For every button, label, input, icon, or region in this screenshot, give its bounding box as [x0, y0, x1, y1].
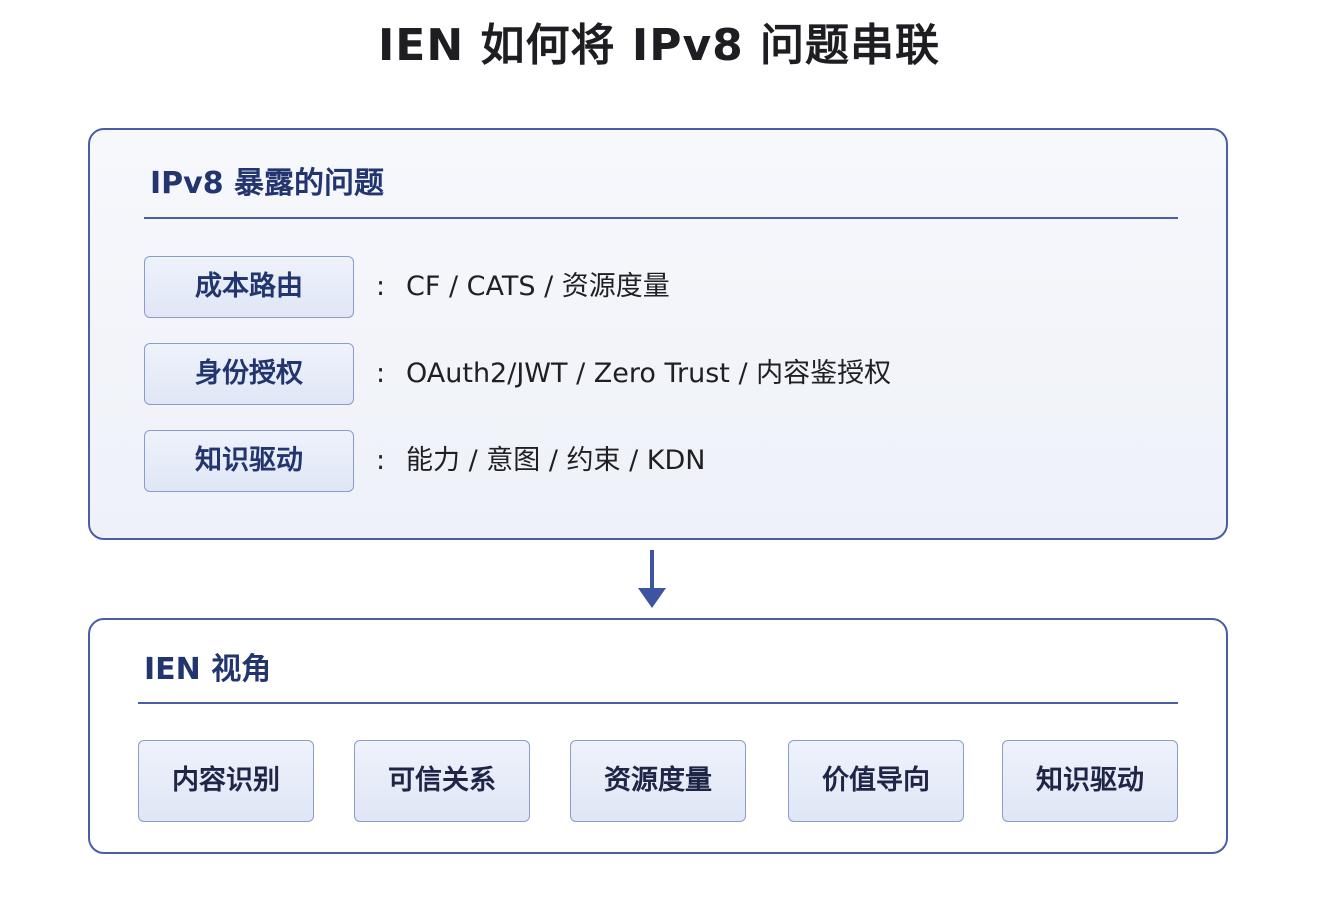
page-title: IEN 如何将 IPv8 问题串联: [377, 20, 941, 71]
issue-separator: :: [376, 271, 386, 302]
ipv8-issues-divider: [144, 217, 1178, 219]
issue-separator: :: [376, 358, 386, 389]
ien-perspective-panel: IEN 视角 内容识别 可信关系 资源度量 价值导向 知识驱动: [88, 618, 1228, 854]
down-arrow-icon: [638, 550, 666, 608]
perspective-card-content-recognition: 内容识别: [138, 740, 314, 822]
ien-perspective-divider: [138, 702, 1178, 704]
ien-perspective-heading: IEN 视角: [144, 652, 272, 687]
issue-label-cost-routing: 成本路由: [144, 256, 354, 318]
issue-detail-text: CF / CATS / 资源度量: [406, 271, 670, 302]
issue-detail-identity-auth: : OAuth2/JWT / Zero Trust / 内容鉴授权: [376, 343, 891, 405]
issue-detail-knowledge-driven: : 能力 / 意图 / 约束 / KDN: [376, 430, 705, 492]
issue-row-cost-routing: 成本路由 : CF / CATS / 资源度量: [144, 256, 1184, 318]
ien-perspective-cards: 内容识别 可信关系 资源度量 价值导向 知识驱动: [138, 740, 1180, 822]
perspective-card-knowledge-driven: 知识驱动: [1002, 740, 1178, 822]
issue-detail-text: 能力 / 意图 / 约束 / KDN: [406, 445, 706, 476]
issue-row-knowledge-driven: 知识驱动 : 能力 / 意图 / 约束 / KDN: [144, 430, 1184, 492]
issue-separator: :: [376, 445, 386, 476]
issue-row-identity-auth: 身份授权 : OAuth2/JWT / Zero Trust / 内容鉴授权: [144, 343, 1184, 405]
ipv8-issues-panel: IPv8 暴露的问题 成本路由 : CF / CATS / 资源度量 身份授权 :…: [88, 128, 1228, 540]
issue-label-identity-auth: 身份授权: [144, 343, 354, 405]
issue-detail-cost-routing: : CF / CATS / 资源度量: [376, 256, 670, 318]
ipv8-issues-heading: IPv8 暴露的问题: [150, 166, 385, 201]
perspective-card-value-oriented: 价值导向: [788, 740, 964, 822]
perspective-card-resource-metrics: 资源度量: [570, 740, 746, 822]
issue-label-knowledge-driven: 知识驱动: [144, 430, 354, 492]
issue-detail-text: OAuth2/JWT / Zero Trust / 内容鉴授权: [406, 358, 892, 389]
perspective-card-trusted-relations: 可信关系: [354, 740, 530, 822]
